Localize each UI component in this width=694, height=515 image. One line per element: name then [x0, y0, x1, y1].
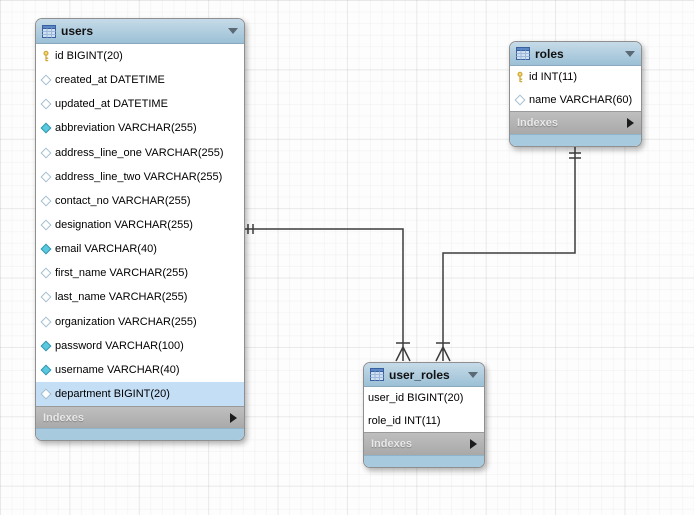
column-label: user_id BIGINT(20)	[368, 392, 464, 405]
table-title: user_roles	[389, 367, 450, 382]
nullable-diamond-icon	[514, 94, 526, 106]
column-row[interactable]: id INT(11)	[510, 66, 641, 89]
column-label: department BIGINT(20)	[55, 388, 170, 401]
indexes-footer[interactable]: Indexes	[510, 111, 641, 134]
column-label: updated_at DATETIME	[55, 98, 168, 111]
not-null-diamond-icon	[40, 364, 52, 376]
expand-arrow-icon[interactable]	[230, 412, 237, 423]
cardinality-one-marker-roles	[569, 152, 581, 159]
table-roles-columns: id INT(11) name VARCHAR(60)	[510, 66, 641, 111]
expand-arrow-icon[interactable]	[470, 439, 477, 449]
table-icon	[370, 368, 384, 381]
nullable-diamond-icon	[40, 291, 52, 303]
collapse-arrow-icon[interactable]	[468, 371, 478, 378]
table-bottom-bar	[510, 134, 641, 146]
indexes-footer[interactable]: Indexes	[36, 406, 244, 428]
table-users-columns: id BIGINT(20) created_at DATETIME updated_…	[36, 44, 244, 407]
table-roles[interactable]: roles id INT(11) name VARCHAR(60) Indexes	[509, 41, 642, 147]
indexes-footer[interactable]: Indexes	[364, 432, 484, 455]
table-bottom-bar	[364, 455, 484, 467]
column-row[interactable]: organization VARCHAR(255)	[36, 310, 244, 334]
nullable-diamond-icon	[40, 98, 52, 110]
column-row[interactable]: user_id BIGINT(20)	[364, 387, 484, 410]
nullable-diamond-icon	[40, 171, 52, 183]
relationship-line-users-user-roles[interactable]	[243, 228, 404, 347]
indexes-label: Indexes	[517, 117, 558, 129]
table-roles-header[interactable]: roles	[510, 42, 641, 66]
table-user-roles-header[interactable]: user_roles	[364, 363, 484, 387]
column-label: contact_no VARCHAR(255)	[55, 194, 191, 207]
column-label: password VARCHAR(100)	[55, 339, 184, 352]
collapse-arrow-icon[interactable]	[228, 28, 238, 34]
crow-foot-many-marker-user-id	[395, 342, 411, 362]
column-row[interactable]: designation VARCHAR(255)	[36, 213, 244, 237]
column-row[interactable]: contact_no VARCHAR(255)	[36, 189, 244, 213]
nullable-diamond-icon	[40, 195, 52, 207]
not-null-diamond-icon	[40, 243, 52, 255]
column-label: designation VARCHAR(255)	[55, 219, 193, 232]
expand-arrow-icon[interactable]	[627, 118, 634, 128]
table-user-roles-columns: user_id BIGINT(20) role_id INT(11)	[364, 387, 484, 432]
cardinality-one-marker-users	[247, 224, 254, 234]
column-row[interactable]: email VARCHAR(40)	[36, 237, 244, 261]
table-icon	[516, 47, 530, 60]
nullable-diamond-icon	[40, 267, 52, 279]
column-label: organization VARCHAR(255)	[55, 315, 197, 328]
column-label: id INT(11)	[529, 71, 578, 84]
primary-key-icon	[514, 71, 526, 83]
column-row[interactable]: username VARCHAR(40)	[36, 358, 244, 382]
collapse-arrow-icon[interactable]	[625, 50, 635, 57]
table-title: users	[61, 24, 94, 38]
column-row[interactable]: password VARCHAR(100)	[36, 334, 244, 358]
column-row[interactable]: address_line_one VARCHAR(255)	[36, 141, 244, 165]
primary-key-icon	[40, 50, 52, 62]
column-label: name VARCHAR(60)	[529, 93, 633, 106]
column-label: abbreviation VARCHAR(255)	[55, 122, 197, 135]
table-user-roles[interactable]: user_roles user_id BIGINT(20) role_id INT…	[363, 362, 485, 468]
not-null-diamond-icon	[40, 340, 52, 352]
column-label: address_line_one VARCHAR(255)	[55, 146, 224, 159]
nullable-diamond-icon	[40, 316, 52, 328]
column-label: role_id INT(11)	[368, 414, 441, 427]
column-row[interactable]: created_at DATETIME	[36, 68, 244, 92]
column-label: first_name VARCHAR(255)	[55, 267, 189, 280]
column-label: address_line_two VARCHAR(255)	[55, 170, 223, 183]
column-row[interactable]: abbreviation VARCHAR(255)	[36, 116, 244, 140]
column-label: last_name VARCHAR(255)	[55, 291, 188, 304]
column-label: id BIGINT(20)	[55, 50, 123, 63]
nullable-diamond-icon	[40, 219, 52, 231]
column-row[interactable]: first_name VARCHAR(255)	[36, 261, 244, 285]
column-row[interactable]: department BIGINT(20)	[36, 381, 244, 407]
column-row[interactable]: name VARCHAR(60)	[510, 89, 641, 112]
column-label: username VARCHAR(40)	[55, 363, 180, 376]
column-row[interactable]: role_id INT(11)	[364, 410, 484, 433]
table-users[interactable]: users id BIGINT(20) created_at DATETIME up…	[35, 18, 245, 441]
column-label: created_at DATETIME	[55, 74, 165, 87]
table-bottom-bar	[36, 428, 244, 440]
column-label: email VARCHAR(40)	[55, 243, 157, 256]
column-row[interactable]: address_line_two VARCHAR(255)	[36, 165, 244, 189]
column-row[interactable]: id BIGINT(20)	[36, 44, 244, 68]
crow-foot-many-marker-role-id	[435, 342, 451, 362]
nullable-diamond-icon	[40, 388, 52, 400]
table-icon	[42, 24, 56, 38]
indexes-label: Indexes	[371, 438, 412, 450]
table-title: roles	[535, 46, 564, 61]
relationship-line-roles-user-roles[interactable]	[442, 145, 576, 347]
nullable-diamond-icon	[40, 147, 52, 159]
column-row[interactable]: last_name VARCHAR(255)	[36, 285, 244, 309]
table-users-header[interactable]: users	[36, 19, 244, 44]
nullable-diamond-icon	[40, 74, 52, 86]
indexes-label: Indexes	[43, 411, 84, 424]
column-row[interactable]: updated_at DATETIME	[36, 92, 244, 116]
not-null-diamond-icon	[40, 122, 52, 134]
